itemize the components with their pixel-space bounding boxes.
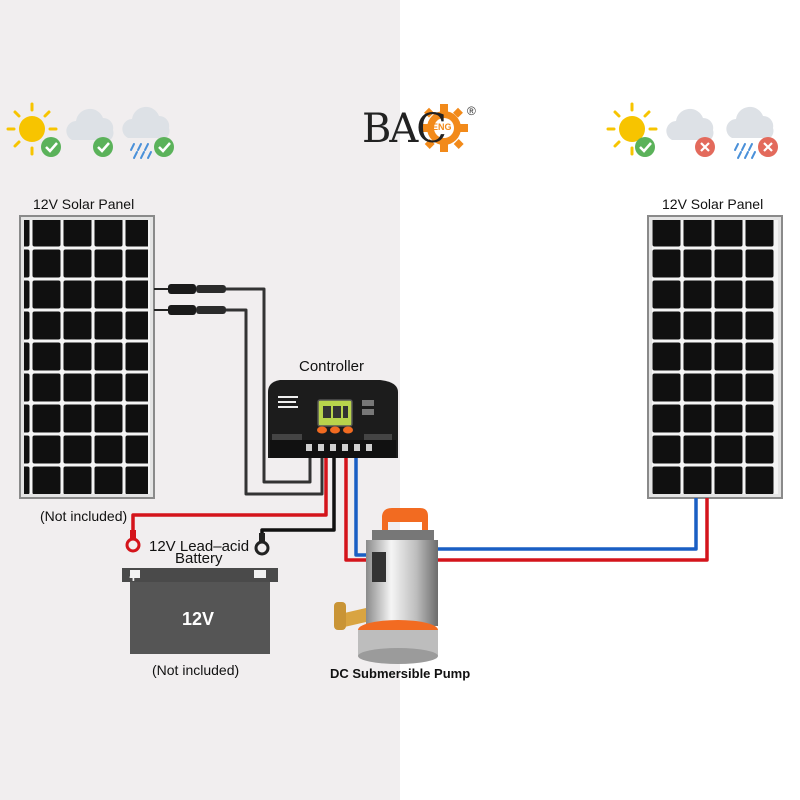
charge-controller: [268, 380, 398, 458]
solar-panel-right-label: 12V Solar Panel: [662, 196, 764, 212]
brand-logo-text: BAC: [362, 106, 447, 152]
solar-panel-left: [19, 215, 155, 499]
registered-mark: ®: [467, 104, 476, 118]
battery-cables: [131, 458, 336, 540]
solar-panel-right: [647, 215, 783, 499]
weather-right-group: [606, 102, 778, 159]
logo-gear-icon: [420, 104, 468, 152]
battery-terminal-positive: [125, 530, 141, 553]
check-icon: [635, 137, 655, 157]
brand-logo-badge: ENG: [432, 122, 452, 132]
weather-left-group: [6, 102, 174, 159]
check-icon: [93, 137, 113, 157]
controller-label: Controller: [299, 358, 365, 375]
battery-not-included-label: (Not included): [152, 662, 240, 678]
battery-plus-sign: +: [129, 569, 138, 586]
battery-terminal-negative: [254, 533, 270, 556]
pump-label: DC Submersible Pump: [330, 666, 471, 681]
battery-title-line2: Battery: [175, 550, 223, 567]
cloud-icon: [66, 108, 114, 140]
battery-voltage-label: 12V: [182, 609, 215, 629]
battery: [122, 530, 278, 654]
cloud-icon: [666, 108, 714, 140]
check-icon: [154, 137, 174, 157]
rain-cloud-icon: [726, 106, 774, 159]
panel-cables: [226, 287, 324, 496]
solar-panel-left-label: 12V Solar Panel: [33, 196, 135, 212]
submersible-pump: [334, 508, 438, 664]
battery-minus-sign: −: [255, 567, 264, 584]
battery-title-line1: 12V Lead–acid: [149, 538, 250, 555]
panel-not-included-label: (Not included): [40, 508, 128, 524]
check-icon: [41, 137, 61, 157]
mc4-connectors: [154, 284, 226, 315]
rain-cloud-icon: [122, 106, 170, 159]
